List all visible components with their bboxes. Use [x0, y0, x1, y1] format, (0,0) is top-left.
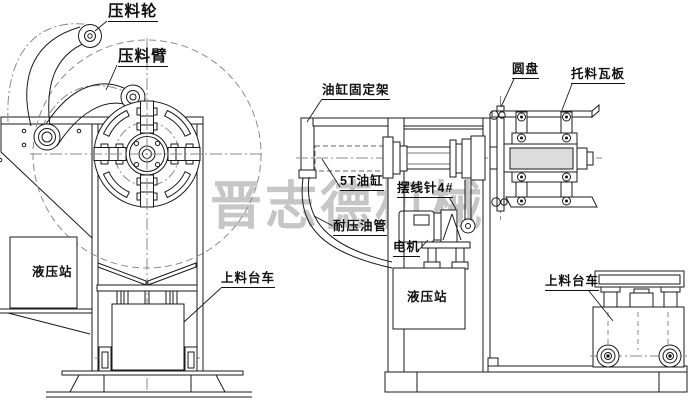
- chain-drive: [465, 180, 471, 220]
- loading-cart-front: [97, 263, 197, 373]
- label-pressure-pipe: 耐压油管: [333, 219, 388, 236]
- label-cycloid-reducer: 摆线针4#: [397, 181, 454, 198]
- label-hydraulic-station-front: 液压站: [32, 265, 73, 279]
- label-motor: 电机: [393, 240, 421, 257]
- leader-lines-front: [95, 21, 221, 322]
- loading-cart-side: [590, 271, 688, 367]
- press-arm-upper: [27, 27, 87, 139]
- arm-pivot: [34, 124, 60, 150]
- hydraulic-station-box-front: [0, 237, 92, 334]
- press-arm: [46, 84, 124, 146]
- motor-assembly: [399, 210, 475, 269]
- arm-trajectory-lines: [8, 24, 126, 128]
- label-press-wheel: 压料轮: [108, 3, 158, 23]
- base-side: [385, 366, 687, 392]
- mandrel-shaft-side: [383, 136, 498, 180]
- label-loading-cart-front: 上料台车: [221, 271, 276, 288]
- pressure-oil-pipe: [302, 177, 392, 268]
- leader-lines-side: [307, 79, 613, 321]
- label-press-arm: 压料臂: [118, 48, 168, 68]
- label-support-plate: 托料瓦板: [571, 67, 626, 84]
- base-front: [46, 371, 252, 397]
- mandrel-body-side: [504, 144, 593, 172]
- label-loading-cart-side: 上料台车: [545, 274, 600, 291]
- label-cylinder-5t: 5T油缸: [340, 174, 384, 191]
- hydraulic-station-box-side: [393, 268, 465, 329]
- cart-wheels: [597, 345, 681, 367]
- front-view: [0, 21, 264, 397]
- label-cylinder-bracket: 油缸固定架: [322, 83, 390, 100]
- label-hydraulic-station-side: 液压站: [407, 290, 448, 304]
- label-disc: 圆盘: [512, 62, 540, 79]
- side-view: [296, 79, 688, 392]
